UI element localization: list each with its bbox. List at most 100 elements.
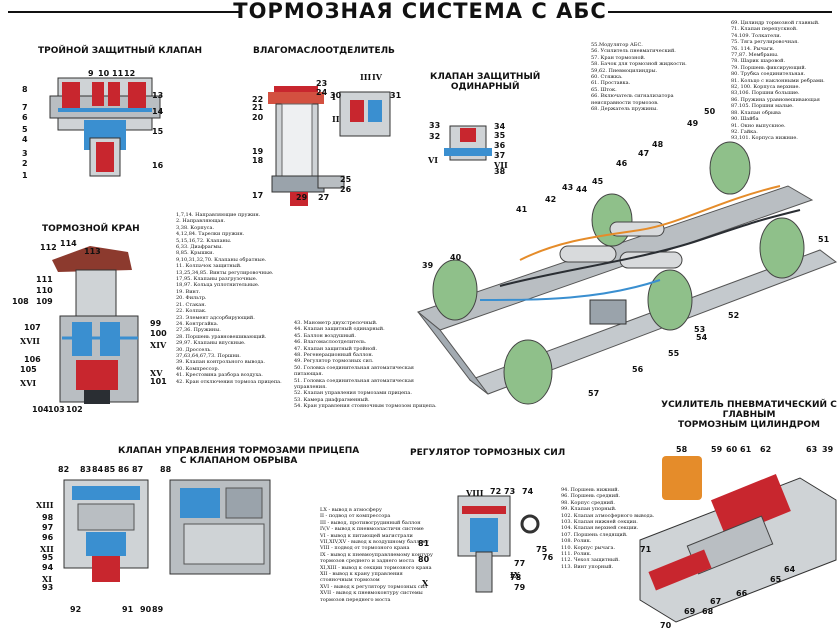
legend-c: 55.Модулятор АБС.56. Усилитель пневматич…: [591, 42, 687, 112]
callout-asm: 50: [704, 107, 716, 116]
callout-tr-left: 93: [42, 583, 54, 592]
callout-rg-other: 76: [542, 553, 554, 562]
callout-tr-top: 87: [132, 465, 144, 474]
callout-tr-left: 97: [42, 523, 54, 532]
callout-tv-left: 7: [22, 103, 28, 112]
callout-asm: 40: [450, 253, 462, 262]
legend-a-line: 5,15,16,72. Клапаны.: [176, 237, 232, 244]
legend-a-line: 19. Винт.: [176, 288, 201, 295]
legend-a-line: 20. Фильтр.: [176, 295, 207, 302]
heading-dryer: ВЛАГОМАСЛООТДЕЛИТЕЛЬ: [253, 46, 395, 56]
legend-f-line: 96. Поршень средний.: [561, 493, 620, 500]
callout-asm: 57: [588, 389, 600, 398]
legend-d-line: 92. Гайка.: [731, 128, 758, 135]
booster-drawing: [639, 456, 837, 623]
heading-trailer-valve: КЛАПАН УПРАВЛЕНИЯ ТОРМОЗАМИ ПРИЦЕПА С КЛ…: [118, 446, 360, 466]
callout-bo-other: 64: [784, 565, 796, 574]
legend-d-line: 79. Поршень фиксирующий.: [731, 64, 807, 71]
callout-tv-left: 5: [22, 125, 28, 134]
callout-bo-top: 58: [676, 445, 688, 454]
callout-tv-left: 4: [22, 135, 28, 144]
callout-bo-other: 66: [736, 589, 748, 598]
callout-dr-bottom: 27: [318, 193, 330, 202]
legend-a-line: 41. Крестовина разбора воздуха.: [176, 372, 263, 379]
trailer-valve-drawing: [63, 479, 271, 582]
legend-d-line: 78. Шарик шаровой.: [731, 58, 786, 65]
legend-b-line: 53. Камера диафрагменный.: [294, 396, 370, 403]
page-title: ТОРМОЗНАЯ СИСТЕМА С АБС: [233, 0, 607, 23]
callout-tv-left: 1: [22, 171, 28, 180]
legend-b-line: 50. Головка соединительная автоматическа…: [294, 364, 414, 371]
callout-rg-other: 80: [418, 555, 430, 564]
legend-a-line: 18,97. Кольца уплотнительные.: [176, 282, 260, 289]
callout-sv-right: 36: [494, 141, 506, 150]
legend-c-line: 57. Кран тормозной.: [591, 54, 646, 61]
brake-valve-drawing: [52, 246, 139, 404]
callout-tv-left: 8: [22, 85, 28, 94]
callout-asm: 52: [728, 311, 740, 320]
callout-dr-extra: 31: [390, 91, 402, 100]
legend-e-line: II - подвод от компрессора: [320, 513, 391, 520]
callout-dr-roman: I: [332, 92, 336, 102]
legend-f-line: 111. Ролик.: [561, 551, 592, 558]
legend-d-line: 71. Клапан перепускной.: [731, 26, 798, 33]
callout-tr-left: 95: [42, 553, 54, 562]
callout-bo-other: 65: [770, 575, 782, 584]
callout-tr-left: XI: [42, 574, 52, 584]
callout-tv-top: 11: [112, 69, 124, 78]
callout-bo-other: 69: [684, 607, 696, 616]
callout-dr-left: 17: [252, 191, 264, 200]
callout-asm: 44: [576, 185, 588, 194]
callout-tr-left: 98: [42, 513, 54, 522]
legend-d-line: 69. Цилиндр тормозной главный.: [731, 20, 820, 26]
callout-bo-top: 59: [711, 445, 723, 454]
callout-asm: 51: [818, 235, 830, 244]
callout-sv-left: 33: [429, 121, 441, 130]
legend-e-line: XVII - вывод к пневмоконтуру системы: [320, 590, 423, 597]
callout-bk-right: 100: [150, 329, 167, 338]
legend-d-line: 91. Окно выпускное.: [731, 122, 786, 129]
callout-dr-left: 18: [252, 156, 264, 165]
legend-b-line: 45. Баллон воздушный.: [294, 332, 356, 339]
legend-a-line: 28. Поршень уравновешивающий.: [176, 333, 267, 340]
legend-e-line: IV,V - вывод к пневмоэластичн системе: [320, 526, 424, 533]
legend-c-line: 60. Стяжка.: [591, 74, 623, 81]
callout-tr-top: 85: [104, 465, 116, 474]
callout-asm: 41: [516, 205, 528, 214]
callout-tv-left: 3: [22, 149, 28, 158]
legend-d-line: 76. 114. Рычаги.: [731, 45, 775, 52]
callout-bk-right: XIV: [150, 340, 167, 350]
legend-a-line: 22. Колпак.: [176, 308, 207, 315]
legend-e-line: тормозов среднего и заднего моста: [320, 558, 415, 565]
legend-b: 43. Манометр двухстрелочный.44. Клапан з…: [294, 320, 437, 410]
callout-asm: 49: [687, 119, 699, 128]
legend-d-line: 86. Пружина уравновешивающая: [731, 96, 820, 103]
legend-a-line: 23. Элемент адсорбирующий.: [176, 314, 255, 321]
callout-bk-left: 110: [36, 286, 53, 295]
legend-c-line: 58. Бачок для тормозной жидкости.: [591, 61, 687, 68]
callout-bk-left: 107: [24, 323, 41, 332]
callout-bk-left: 105: [20, 365, 37, 374]
legend-f-line: 113. Винт упорный.: [561, 563, 614, 570]
callout-sv-right: VII: [494, 160, 508, 170]
callout-asm: 45: [592, 177, 604, 186]
legend-f-line: 110. Корпус рычага.: [561, 544, 616, 551]
heading-regulator: РЕГУЛЯТОР ТОРМОЗНЫХ СИЛ: [410, 448, 566, 458]
legend-b-line: 48. Регенерационный баллон.: [294, 352, 374, 359]
title-rule-left: [8, 11, 240, 13]
legend-a-line: 27,36. Пружины.: [176, 327, 221, 334]
legend-e-line: тормозов переднего моста: [320, 596, 391, 603]
callout-asm: 46: [616, 159, 628, 168]
callout-rg-other: 77: [514, 559, 526, 568]
callout-dr-roman: III: [360, 72, 372, 82]
callout-bk-left: 104: [32, 405, 49, 414]
legend-f-line: 107. Поршень следящий.: [561, 531, 628, 538]
callout-tr-top: 82: [58, 465, 70, 474]
callout-tr-bottom: 89: [152, 605, 164, 614]
callout-asm: 48: [652, 140, 664, 149]
legend-e-line: XVI - вывод к регулятору тормозных сил: [320, 583, 428, 590]
callout-bo-top: 39: [822, 445, 834, 454]
callout-rg-other: X: [422, 578, 429, 588]
callout-bk-left: XVI: [20, 378, 37, 388]
legend-e-line: XI,XIII - вывод к секции тормозного кран…: [320, 564, 432, 571]
